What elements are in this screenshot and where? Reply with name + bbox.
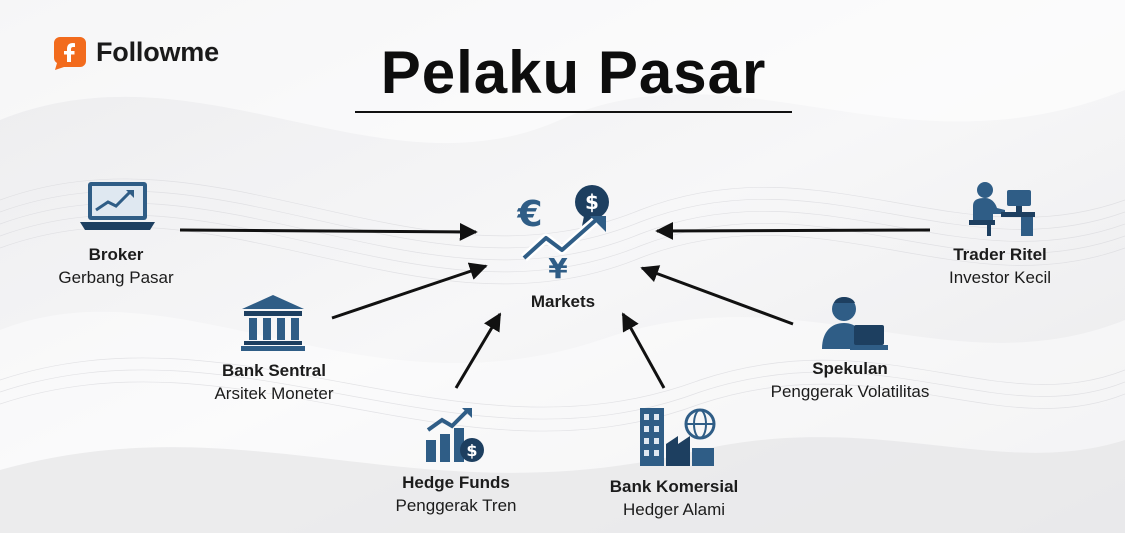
followme-logo-icon: [54, 37, 86, 70]
arrow-hedge-funds: [454, 312, 502, 389]
participant-spekulan: Spekulan Penggerak Volatilitas: [740, 358, 960, 404]
svg-text:$: $: [585, 190, 599, 214]
markets-label: Markets: [530, 292, 596, 311]
arrow-broker: [179, 222, 478, 241]
markets-currency-icon: $ € ¥: [516, 185, 609, 280]
person-desk-computer-icon: [969, 182, 1035, 236]
corporate-buildings-globe-icon: [640, 408, 716, 466]
participant-hedge-funds: Hedge Funds Penggerak Tren: [346, 472, 566, 518]
participant-role: Arsitek Moneter: [214, 384, 334, 403]
arrow-trader-ritel: [655, 221, 931, 240]
arrow-spekulan: [640, 265, 794, 326]
page-title: Pelaku Pasar: [380, 39, 767, 106]
participant-name: Hedge Funds: [402, 473, 510, 492]
participant-bank-komersial: Bank Komersial Hedger Alami: [564, 476, 784, 522]
person-laptop-icon: [822, 297, 888, 350]
participant-name: Bank Sentral: [222, 361, 326, 380]
bank-building-icon: [241, 295, 305, 351]
participant-trader-ritel: Trader Ritel Investor Kecil: [890, 244, 1110, 290]
participant-role: Penggerak Volatilitas: [770, 382, 930, 401]
participant-name: Bank Komersial: [609, 477, 739, 496]
participant-bank-sentral: Bank Sentral Arsitek Moneter: [164, 360, 384, 406]
arrow-bank-komersial: [621, 312, 666, 389]
participant-name: Broker: [88, 245, 144, 264]
svg-text:$: $: [466, 441, 477, 460]
participant-broker: Broker Gerbang Pasar: [6, 244, 226, 290]
participant-name: Trader Ritel: [953, 245, 1047, 264]
svg-text:¥: ¥: [548, 252, 568, 280]
participant-role: Investor Kecil: [948, 268, 1052, 287]
participant-role: Penggerak Tren: [395, 496, 517, 515]
laptop-chart-icon: [80, 182, 155, 230]
svg-text:€: €: [516, 194, 542, 235]
participant-role: Gerbang Pasar: [58, 268, 174, 287]
participant-name: Spekulan: [812, 359, 888, 378]
title-underline: [355, 111, 792, 113]
growth-chart-dollar-icon: $: [426, 408, 484, 462]
brand-logo[interactable]: Followme: [52, 34, 219, 70]
brand-name: Followme: [96, 36, 219, 67]
participant-role: Hedger Alami: [622, 500, 726, 519]
arrow-bank-sentral: [331, 262, 488, 320]
